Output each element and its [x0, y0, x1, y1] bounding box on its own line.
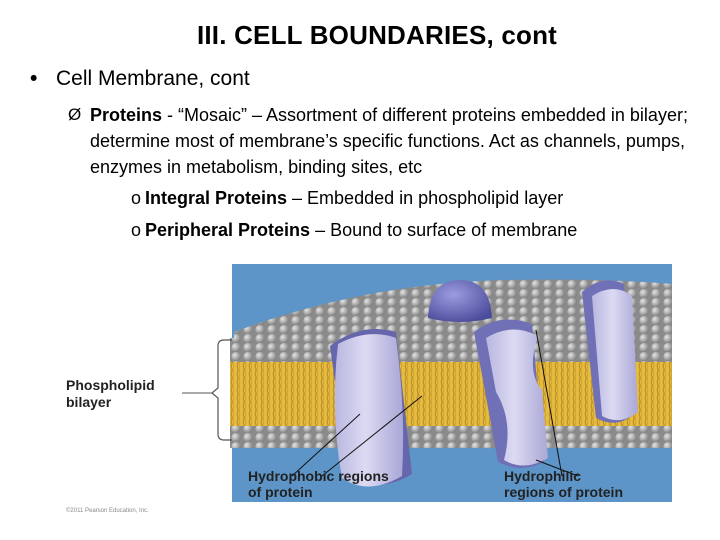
circle-bullet-icon: o [131, 186, 145, 210]
bullet-text: Cell Membrane, cont [56, 67, 250, 90]
bullet-cell-membrane: •Cell Membrane, cont [30, 66, 250, 92]
integral-description: – Embedded in phospholipid layer [287, 188, 563, 208]
label-hydrophobic-1: Hydrophobic regions [248, 468, 389, 484]
figure-credit: ©2011 Pearson Education, Inc. [66, 507, 149, 514]
label-hydrophobic-2: of protein [248, 484, 313, 500]
term-proteins: Proteins [90, 105, 162, 125]
proteins-description: - “Mosaic” – Assortment of different pro… [90, 105, 688, 177]
label-hydrophilic-1: Hydrophilic [504, 468, 581, 484]
arrow-bullet-icon: Ø [68, 102, 90, 128]
circle-bullet-icon: o [131, 218, 145, 242]
slide-title: III. CELL BOUNDARIES, cont [0, 20, 720, 51]
label-hydrophilic-2: regions of protein [504, 484, 623, 500]
integral-protein-left [335, 334, 403, 486]
bullet-marker: • [30, 66, 56, 92]
lower-head-layer [230, 426, 672, 448]
label-bilayer: bilayer [66, 394, 112, 410]
term-integral-proteins: Integral Proteins [145, 188, 287, 208]
label-phospholipid: Phospholipid [66, 377, 155, 393]
membrane-diagram: Phospholipid bilayer Hydrophobic regions… [62, 262, 674, 514]
bullet-proteins: Ø Proteins - “Mosaic” – Assortment of di… [68, 102, 698, 180]
peripheral-description: – Bound to surface of membrane [310, 220, 577, 240]
membrane-figure: Phospholipid bilayer Hydrophobic regions… [62, 262, 674, 514]
bullet-proteins-body: Proteins - “Mosaic” – Assortment of diff… [90, 102, 698, 180]
bilayer-bracket [212, 340, 232, 440]
term-peripheral-proteins: Peripheral Proteins [145, 220, 310, 240]
